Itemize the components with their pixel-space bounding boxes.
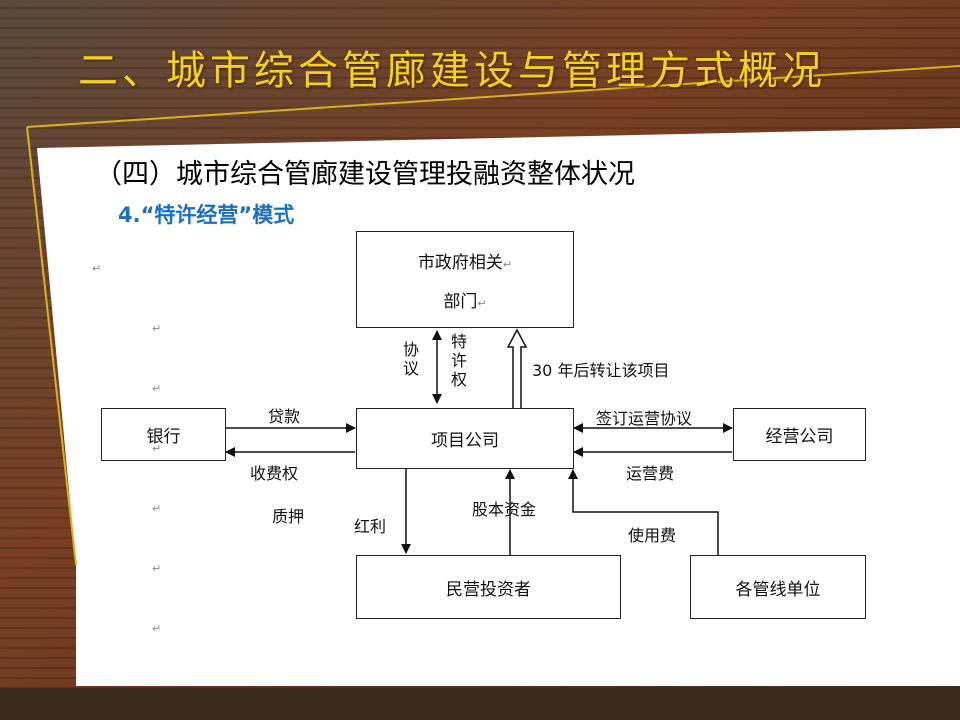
arrow-transfer-hollow xyxy=(506,328,528,408)
node-operator: 经营公司 xyxy=(733,408,866,461)
paragraph-mark: ↵ xyxy=(152,442,162,455)
label-agreement: 协议 xyxy=(402,340,419,378)
label-dividend: 红利 xyxy=(354,517,387,536)
paragraph-mark: ↵ xyxy=(502,257,513,271)
node-government-label-2: 部门 xyxy=(443,291,478,312)
label-pledge: 质押 xyxy=(272,507,305,526)
paragraph-mark: ↵ xyxy=(152,322,162,335)
node-private-investor: 民营投资者 xyxy=(356,555,621,619)
node-government-label: 市政府相关 xyxy=(417,252,503,273)
slide-subtitle: （四）城市综合管廊建设管理投融资整体状况 xyxy=(95,159,635,190)
label-operation-fee: 运营费 xyxy=(626,464,675,483)
label-transfer: 30 年后转让该项目 xyxy=(532,361,670,380)
label-operation-agreement: 签订运营协议 xyxy=(596,409,693,428)
label-toll-right: 收费权 xyxy=(250,464,299,483)
gold-frame-line xyxy=(26,65,960,128)
gold-frame-line-vertical xyxy=(26,126,77,566)
node-bank: 银行 xyxy=(101,408,226,461)
paragraph-mark: ↵ xyxy=(477,296,487,310)
node-government: 市政府相关↵ 部门↵ xyxy=(356,231,574,328)
label-loan: 贷款 xyxy=(268,407,301,426)
label-franchise: 特许权 xyxy=(450,332,467,389)
node-pipeline-units: 各管线单位 xyxy=(690,555,866,619)
paragraph-mark: ↵ xyxy=(152,382,162,395)
slide-title: 二、城市综合管廊建设与管理方式概况 xyxy=(78,48,826,94)
paragraph-mark: ↵ xyxy=(152,622,162,635)
paragraph-mark: ↵ xyxy=(92,262,102,275)
node-project-company: 项目公司 xyxy=(356,408,574,469)
content-panel xyxy=(37,128,960,686)
label-equity: 股本资金 xyxy=(472,500,537,519)
label-usage-fee: 使用费 xyxy=(628,526,677,545)
paragraph-mark: ↵ xyxy=(152,502,162,515)
section-heading: 4.“特许经营”模式 xyxy=(118,203,295,227)
paragraph-mark: ↵ xyxy=(152,562,162,575)
arrow-usage-fee xyxy=(568,469,719,555)
